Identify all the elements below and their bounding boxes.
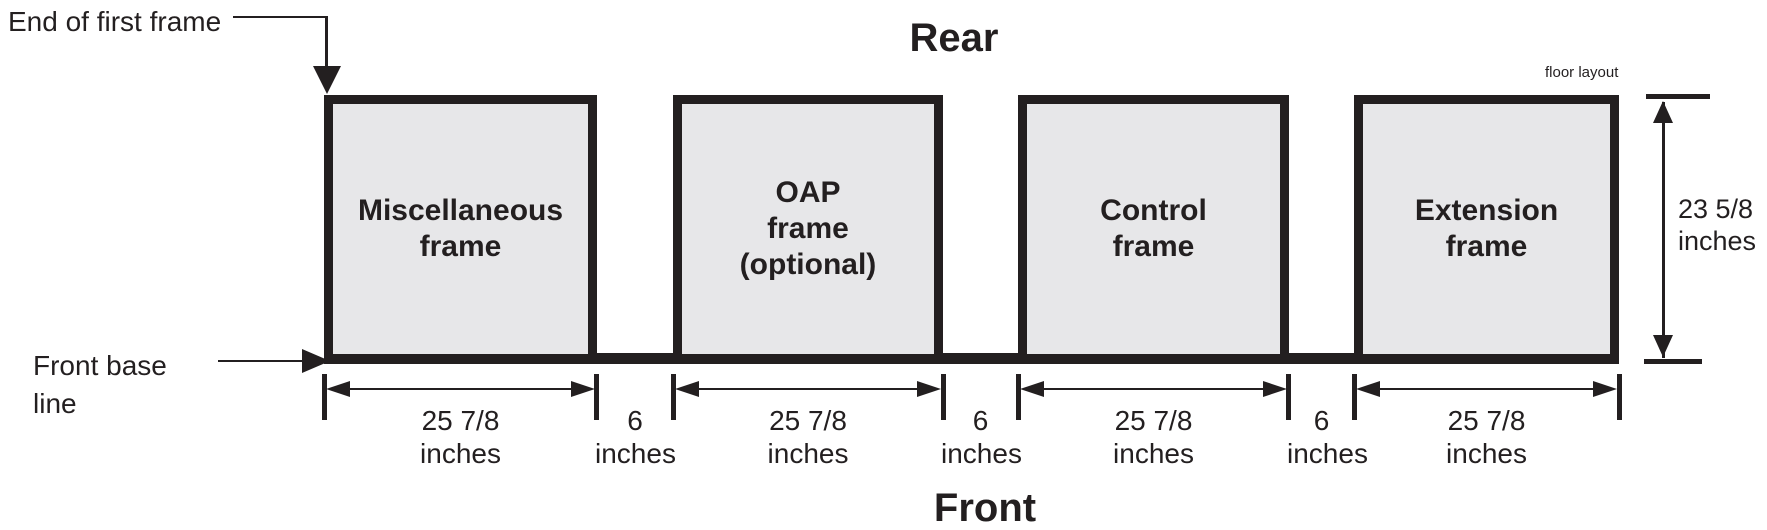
end-of-first-frame-leader-line <box>233 16 327 18</box>
up-arrow-icon <box>1653 101 1673 123</box>
dimension-tick <box>941 374 946 420</box>
frame-extension: Extension frame <box>1354 95 1619 363</box>
end-of-first-frame-label: End of first frame <box>8 6 222 37</box>
rear-label: Rear <box>909 16 999 60</box>
right-arrow-icon <box>1593 381 1617 397</box>
width-dimension <box>675 381 941 397</box>
width-dimension <box>326 381 595 397</box>
height-dimension-line <box>1662 102 1665 358</box>
dimension-tick <box>1644 359 1702 364</box>
front-base-line <box>324 353 1619 364</box>
dimension-tick <box>1352 374 1357 420</box>
frame-oap: OAP frame (optional) <box>673 95 943 363</box>
frame-miscellaneous: Miscellaneous frame <box>324 95 597 363</box>
gap-dimension-label: 6 inches <box>1287 405 1368 470</box>
dimension-tick <box>594 374 599 420</box>
down-arrow-icon <box>313 66 341 94</box>
frame-label: Miscellaneous frame <box>357 194 564 263</box>
gap-dimension-label: 6 inches <box>941 405 1022 470</box>
down-arrow-icon <box>1653 335 1673 357</box>
frame-control: Control frame <box>1018 95 1289 363</box>
front-base-line-leader-line <box>218 360 306 362</box>
width-dimension-label: 25 7/8 inches <box>767 405 849 470</box>
right-arrow-icon <box>1263 381 1287 397</box>
width-dimension-label: 25 7/8 inches <box>1113 405 1194 470</box>
dimension-tick <box>322 374 327 420</box>
frame-label: Extension frame <box>1414 194 1559 263</box>
front-label: Front <box>933 486 1037 530</box>
front-base-line-label: Front base line <box>33 350 167 419</box>
width-dimension <box>1356 381 1617 397</box>
dimension-tick <box>671 374 676 420</box>
right-arrow-icon <box>571 381 595 397</box>
dimension-tick <box>1016 374 1021 420</box>
gap-dimension-label: 6 inches <box>595 405 676 470</box>
dimension-line <box>678 388 938 390</box>
frame-label: OAP frame (optional) <box>739 176 877 281</box>
dimension-line <box>329 388 592 390</box>
dimension-line <box>1023 388 1284 390</box>
width-dimension <box>1020 381 1287 397</box>
width-dimension-label: 25 7/8 inches <box>420 405 501 470</box>
dimension-tick <box>1617 374 1622 420</box>
dimension-tick <box>1646 94 1710 99</box>
floor-layout-note: floor layout <box>1545 64 1619 81</box>
dimension-tick <box>1286 374 1291 420</box>
frame-label: Control frame <box>1100 194 1207 263</box>
height-dimension-label: 23 5/8 inches <box>1678 194 1757 256</box>
right-arrow-icon <box>917 381 941 397</box>
width-dimension-label: 25 7/8 inches <box>1446 405 1527 470</box>
dimension-line <box>1359 388 1614 390</box>
end-of-first-frame-leader-line <box>325 16 328 68</box>
